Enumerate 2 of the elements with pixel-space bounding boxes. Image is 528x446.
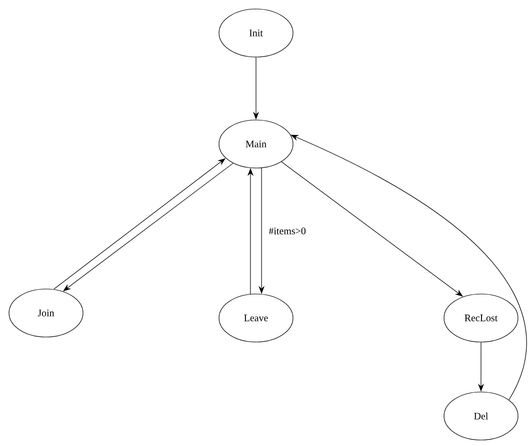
edge-label: #items>0 [268, 226, 307, 236]
arrow [290, 134, 526, 400]
